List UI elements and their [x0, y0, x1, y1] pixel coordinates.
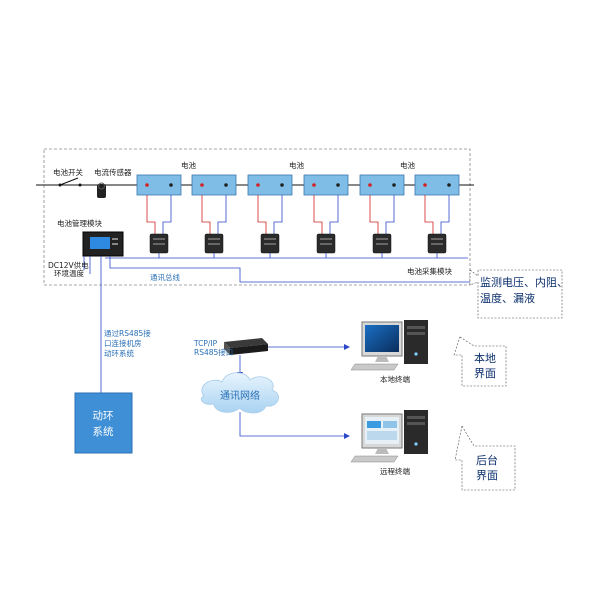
collector-slot — [153, 238, 165, 240]
blue-wire — [385, 195, 395, 234]
env-system-box — [74, 392, 133, 454]
blue-wire — [329, 195, 339, 234]
negative-terminal — [336, 183, 340, 187]
positive-terminal — [256, 183, 260, 187]
battery-cell — [303, 174, 349, 196]
rs485-text: 口连接机房 — [104, 338, 142, 348]
collector-slot — [376, 243, 388, 245]
negative-terminal — [224, 183, 228, 187]
positive-terminal — [145, 183, 149, 187]
env-system-text: 系统 — [93, 425, 114, 438]
monitor-text: 温度、漏液 — [480, 291, 535, 305]
collector-slot — [208, 243, 220, 245]
env-temp-label: 环境温度 — [54, 268, 84, 278]
current-sensor-label: 电流传感器 — [94, 167, 132, 177]
remote-terminal-label: 远程终端 — [380, 466, 410, 476]
collector-slot — [264, 243, 276, 245]
battery-label: 电池 — [400, 160, 415, 170]
rs485-text: 动环系统 — [104, 348, 134, 358]
battery-string — [136, 174, 460, 258]
remote-ui-callout — [454, 425, 516, 491]
collector-slot — [208, 238, 220, 240]
positive-terminal — [368, 183, 372, 187]
blue-wire — [162, 195, 172, 234]
collector-label: 电池采集模块 — [407, 266, 452, 276]
battery-label: 电池 — [289, 160, 304, 170]
battery-cell — [136, 174, 182, 196]
red-wire — [369, 195, 379, 234]
tcpip-text: TCP/IP — [193, 339, 218, 348]
battery-switch — [58, 177, 82, 187]
red-wire — [146, 195, 156, 234]
negative-terminal — [392, 183, 396, 187]
collector-slot — [431, 243, 443, 245]
local-ui-text: 本地 — [474, 351, 496, 365]
negative-terminal — [280, 183, 284, 187]
local-terminal-label: 本地终端 — [380, 374, 410, 384]
battery-cell — [414, 174, 460, 196]
blue-wire — [440, 195, 450, 234]
positive-terminal — [312, 183, 316, 187]
remote-ui-text: 界面 — [476, 469, 498, 482]
dc12v-label: DC12V供电 — [48, 260, 89, 270]
current-sensor — [97, 182, 106, 198]
tcpip-text: RS485接口 — [194, 347, 233, 357]
negative-terminal — [447, 183, 451, 187]
blue-wire — [273, 195, 283, 234]
comm-bus-label: 通讯总线 — [150, 272, 180, 282]
local-ui-text: 界面 — [474, 367, 496, 380]
positive-terminal — [423, 183, 427, 187]
negative-terminal — [169, 183, 173, 187]
collector-slot — [320, 238, 332, 240]
battery-cell — [191, 174, 237, 196]
rs485-text: 通过RS485接 — [104, 328, 151, 338]
comm-bus-line — [109, 256, 470, 283]
remote-ui-text: 后台 — [476, 453, 498, 467]
battery-cell — [359, 174, 405, 196]
collector-slot — [153, 243, 165, 245]
bms-module-label: 电池管理模块 — [57, 218, 102, 228]
local-terminal-pc — [350, 320, 428, 371]
local-ui-callout — [453, 336, 507, 387]
battery-cell — [247, 174, 293, 196]
monitor-text: 监测电压、内阻、 — [480, 275, 568, 289]
collector-slot — [376, 238, 388, 240]
red-wire — [257, 195, 267, 234]
battery-switch-label: 电池开关 — [53, 167, 83, 177]
network-switch — [224, 338, 268, 355]
collector-slot — [264, 238, 276, 240]
battery-label: 电池 — [181, 160, 196, 170]
red-wire — [313, 195, 323, 234]
red-wire — [424, 195, 434, 234]
bms-module — [82, 231, 124, 257]
red-wire — [201, 195, 211, 234]
collector-slot — [320, 243, 332, 245]
monitor-callout — [469, 269, 563, 319]
positive-terminal — [200, 183, 204, 187]
collector-slot — [431, 238, 443, 240]
network-cloud — [200, 372, 279, 414]
remote-terminal-pc — [350, 410, 428, 463]
blue-wire — [217, 195, 227, 234]
env-system-text: 动环 — [93, 410, 114, 422]
battery-system-enclosure — [43, 148, 471, 286]
network-label: 通讯网络 — [220, 389, 260, 402]
